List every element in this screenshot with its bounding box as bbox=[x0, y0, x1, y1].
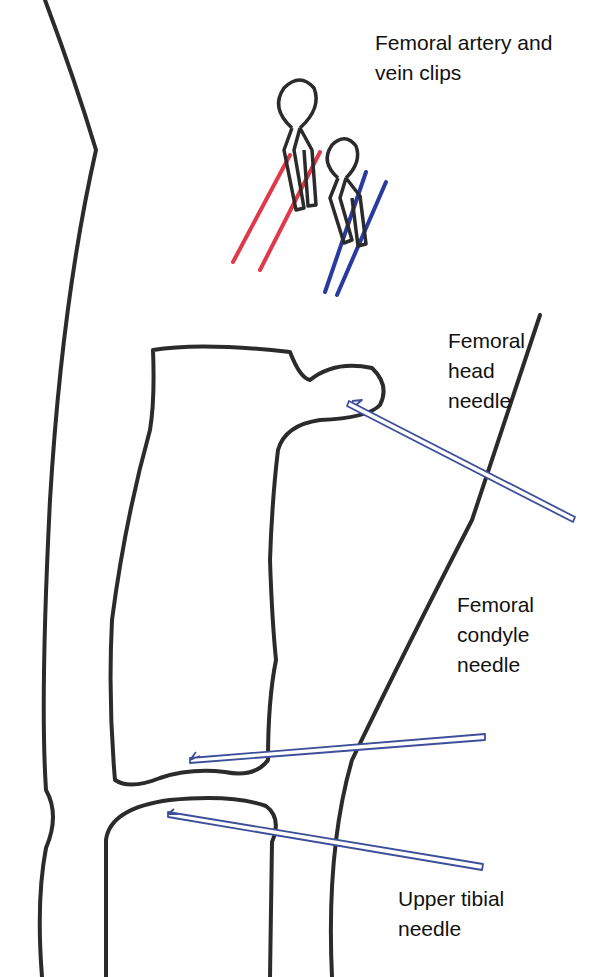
femoral-condyle-needle bbox=[190, 734, 485, 763]
callout-label: Upper tibial needle bbox=[398, 884, 523, 944]
callout-label: Femoral head needle bbox=[448, 326, 536, 416]
femoral-head-needle bbox=[347, 400, 575, 522]
callout-label: Femoral condyle needle bbox=[457, 590, 545, 680]
callout-label: Femoral artery and vein clips bbox=[375, 28, 575, 88]
vein-clip bbox=[327, 139, 366, 246]
artery-line bbox=[233, 155, 290, 262]
left-leg-outline bbox=[40, 0, 96, 977]
artery-line bbox=[260, 152, 320, 270]
artery-clip bbox=[279, 80, 317, 210]
femur-outline bbox=[111, 346, 384, 784]
upper-tibial-needle bbox=[168, 809, 483, 870]
